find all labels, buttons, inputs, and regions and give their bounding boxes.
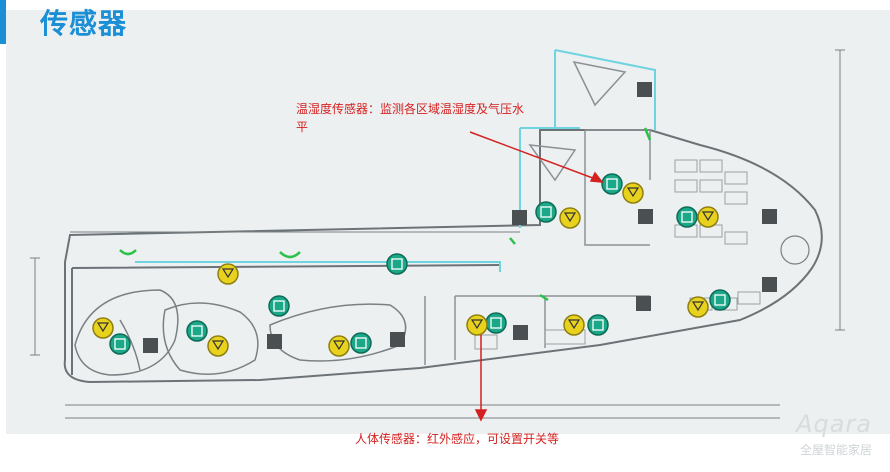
motion-sensor-icon: [697, 206, 719, 228]
temp-sensor-icon: [268, 295, 290, 317]
temp-sensor-icon: [485, 312, 507, 334]
human-body-annotation: 人体传感器：红外感应，可设置开关等: [355, 432, 560, 446]
floor-plan-background: [6, 10, 890, 434]
annotation-arrows: [469, 131, 604, 422]
meeting-pods: [74, 289, 407, 376]
motion-sensor-icon: [217, 263, 239, 285]
motion-sensor-icon: [328, 335, 350, 357]
plant-circle: [780, 235, 810, 265]
temp-sensor-icon: [676, 206, 698, 228]
brand-watermark: Aqara: [796, 410, 872, 438]
glass-walls: [135, 49, 656, 272]
door-marks: [119, 127, 652, 302]
temp-sensor-icon: [350, 332, 372, 354]
temp-humidity-annotation: 温湿度传感器：监测各区域温湿度及气压水平: [296, 102, 525, 134]
temp-sensor-icon: [709, 289, 731, 311]
motion-sensor-icon: [92, 317, 114, 339]
motion-sensor-icon: [622, 182, 644, 204]
page-title: 传感器: [40, 7, 128, 40]
temp-humidity-sensors: [109, 173, 731, 355]
motion-sensor-icon: [563, 314, 585, 336]
motion-sensor-icon: [687, 296, 709, 318]
dimension-lines: [30, 49, 845, 419]
temp-sensor-icon: [186, 320, 208, 342]
temp-sensor-icon: [109, 333, 131, 355]
temp-sensor-icon: [535, 201, 557, 223]
temp-sensor-icon: [386, 253, 408, 275]
motion-sensor-icon: [559, 207, 581, 229]
brand-watermark-sub: 全屋智能家居: [799, 443, 872, 457]
temp-sensor-icon: [601, 173, 623, 195]
motion-sensors: [92, 182, 719, 357]
motion-sensor-icon: [466, 314, 488, 336]
temp-sensor-icon: [587, 314, 609, 336]
title-accent-bar: [0, 0, 6, 44]
building-outline: [63, 129, 823, 384]
motion-sensor-icon: [207, 335, 229, 357]
structural-columns: [143, 82, 777, 353]
